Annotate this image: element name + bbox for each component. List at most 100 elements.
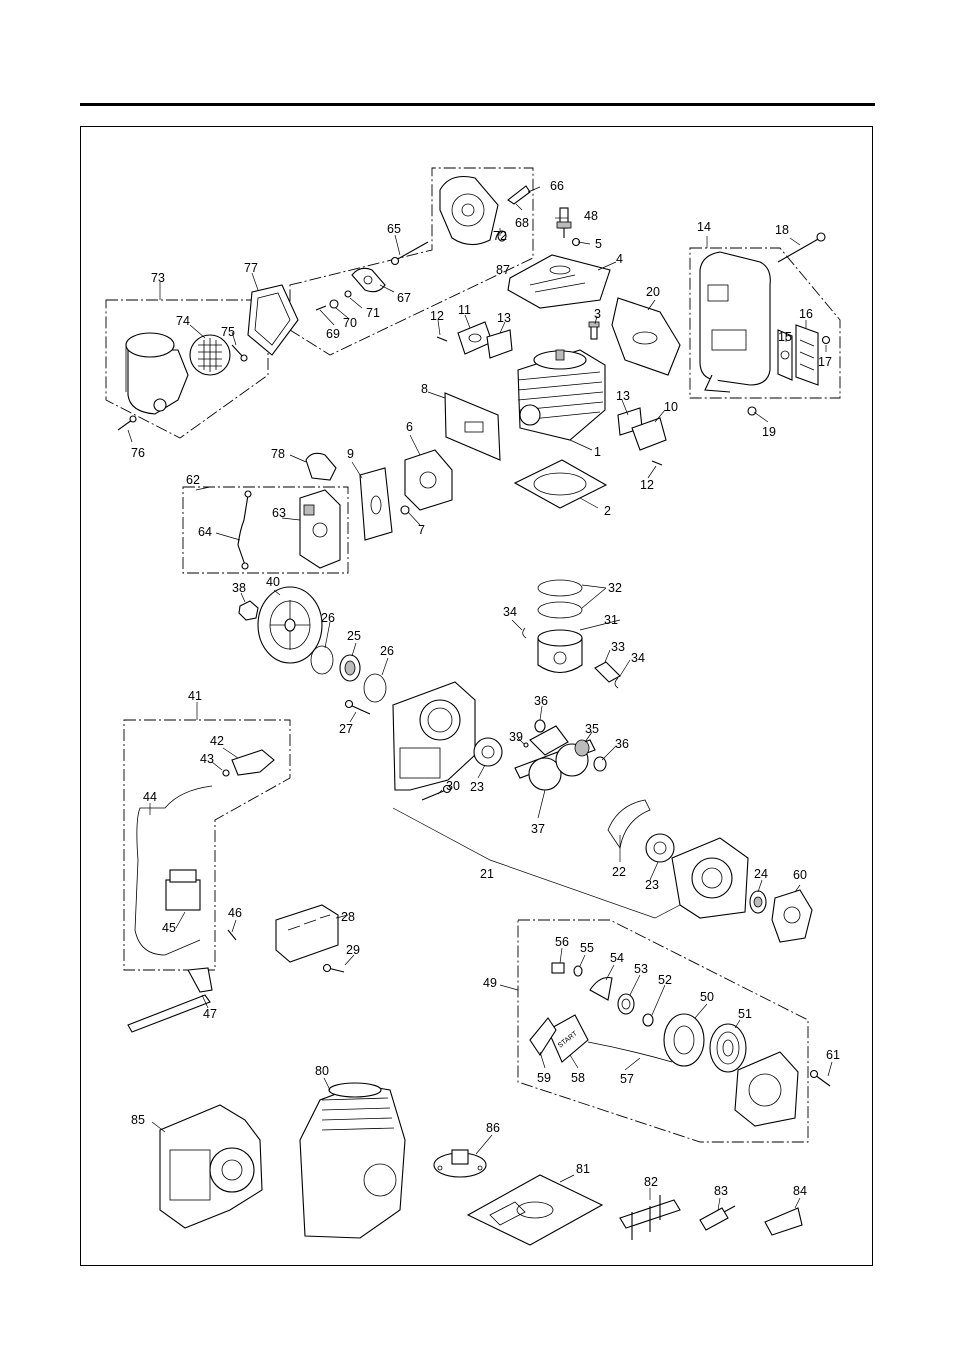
pin-39 — [524, 743, 528, 747]
label-p12b: 12 — [640, 478, 654, 492]
label-p82: 82 — [644, 1175, 658, 1189]
cover-78 — [306, 453, 336, 480]
label-p32: 32 — [608, 581, 622, 595]
ratchet-54 — [590, 978, 612, 1001]
ignition-coil-45 — [166, 870, 200, 910]
spring-53 — [618, 994, 634, 1014]
label-p78: 78 — [271, 447, 285, 461]
lead-47 — [128, 968, 212, 1032]
circlip-26b — [364, 674, 386, 702]
label-p14: 14 — [697, 220, 711, 234]
choke-lever-67 — [352, 268, 385, 291]
bolt-61 — [811, 1071, 831, 1087]
label-p56: 56 — [555, 935, 569, 949]
label-p68: 68 — [515, 216, 529, 230]
spark-plug-48 — [557, 208, 571, 238]
label-p69: 69 — [326, 327, 340, 341]
bolt-65 — [392, 242, 429, 265]
label-p10: 10 — [664, 400, 678, 414]
label-p60: 60 — [793, 868, 807, 882]
label-p31: 31 — [604, 613, 618, 627]
label-p28: 28 — [341, 910, 355, 924]
wrench-84 — [765, 1208, 802, 1235]
label-p59: 59 — [537, 1071, 551, 1085]
flywheel-40 — [258, 587, 322, 663]
gasket-set-81 — [468, 1175, 602, 1245]
label-p84: 84 — [793, 1184, 807, 1198]
bolt-12a — [437, 337, 447, 341]
cylinder-1 — [518, 350, 605, 440]
washer-70 — [330, 300, 338, 308]
label-p3: 3 — [594, 307, 601, 321]
grip-59 — [530, 1018, 556, 1055]
gasket-8 — [445, 393, 500, 460]
washer-52 — [643, 1014, 653, 1026]
label-p85: 85 — [131, 1113, 145, 1127]
piston-rings-32 — [538, 580, 582, 618]
label-p47: 47 — [203, 1007, 217, 1021]
label-p66: 66 — [550, 179, 564, 193]
screw-29 — [324, 965, 345, 973]
label-p81: 81 — [576, 1162, 590, 1176]
label-p2: 2 — [604, 504, 611, 518]
label-p13b: 13 — [616, 389, 630, 403]
seal-23b — [646, 834, 674, 862]
label-p4: 4 — [616, 252, 623, 266]
label-p74: 74 — [176, 314, 190, 328]
label-p38: 38 — [232, 581, 246, 595]
label-p23b: 23 — [645, 878, 659, 892]
label-p40: 40 — [266, 575, 280, 589]
reel-50 — [664, 1014, 704, 1066]
gasket-77 — [248, 285, 298, 355]
label-p33: 33 — [611, 640, 625, 654]
label-p61: 61 — [826, 1048, 840, 1062]
label-p27: 27 — [339, 722, 353, 736]
label-p21: 21 — [480, 867, 494, 881]
piston-31 — [538, 630, 582, 673]
circlip-26a — [311, 646, 333, 674]
label-p67: 67 — [397, 291, 411, 305]
label-p54: 54 — [610, 951, 624, 965]
washer-36b — [594, 757, 606, 771]
label-p7: 7 — [418, 523, 425, 537]
label-p52: 52 — [658, 973, 672, 987]
clip-34b — [615, 678, 618, 688]
label-p41: 41 — [188, 689, 202, 703]
label-p87: 87 — [496, 263, 510, 277]
label-p25: 25 — [347, 629, 361, 643]
label-p23a: 23 — [470, 780, 484, 794]
gasket-20 — [612, 298, 680, 375]
label-p9: 9 — [347, 447, 354, 461]
screw-76 — [118, 416, 136, 430]
label-p70: 70 — [343, 316, 357, 330]
fuel-line-64 — [238, 491, 251, 569]
bearing-25 — [340, 655, 360, 681]
fan-cover-60 — [772, 890, 812, 942]
label-p80: 80 — [315, 1064, 329, 1078]
gasket-9 — [360, 468, 392, 540]
screw-17 — [823, 337, 830, 344]
starter-case — [735, 1052, 798, 1126]
label-p36a: 36 — [534, 694, 548, 708]
piston-pin-33 — [595, 662, 620, 682]
air-cleaner-body — [126, 333, 188, 414]
label-p5: 5 — [595, 237, 602, 251]
label-p30: 30 — [446, 779, 460, 793]
label-p22: 22 — [612, 865, 626, 879]
crankshaft-37 — [515, 726, 595, 790]
label-p42: 42 — [210, 734, 224, 748]
seal-24 — [750, 891, 766, 913]
bearing-35 — [575, 740, 589, 756]
label-p12a: 12 — [430, 309, 444, 323]
label-p65: 65 — [387, 222, 401, 236]
label-p75: 75 — [221, 325, 235, 339]
label-p37: 37 — [531, 822, 545, 836]
label-p57: 57 — [620, 1072, 634, 1086]
base-gasket-2 — [515, 460, 606, 508]
label-p73: 73 — [151, 271, 165, 285]
label-p16: 16 — [799, 307, 813, 321]
seal-23a — [474, 738, 502, 766]
label-p49: 49 — [483, 976, 497, 990]
bolt-19 — [748, 407, 756, 415]
label-p50: 50 — [700, 990, 714, 1004]
